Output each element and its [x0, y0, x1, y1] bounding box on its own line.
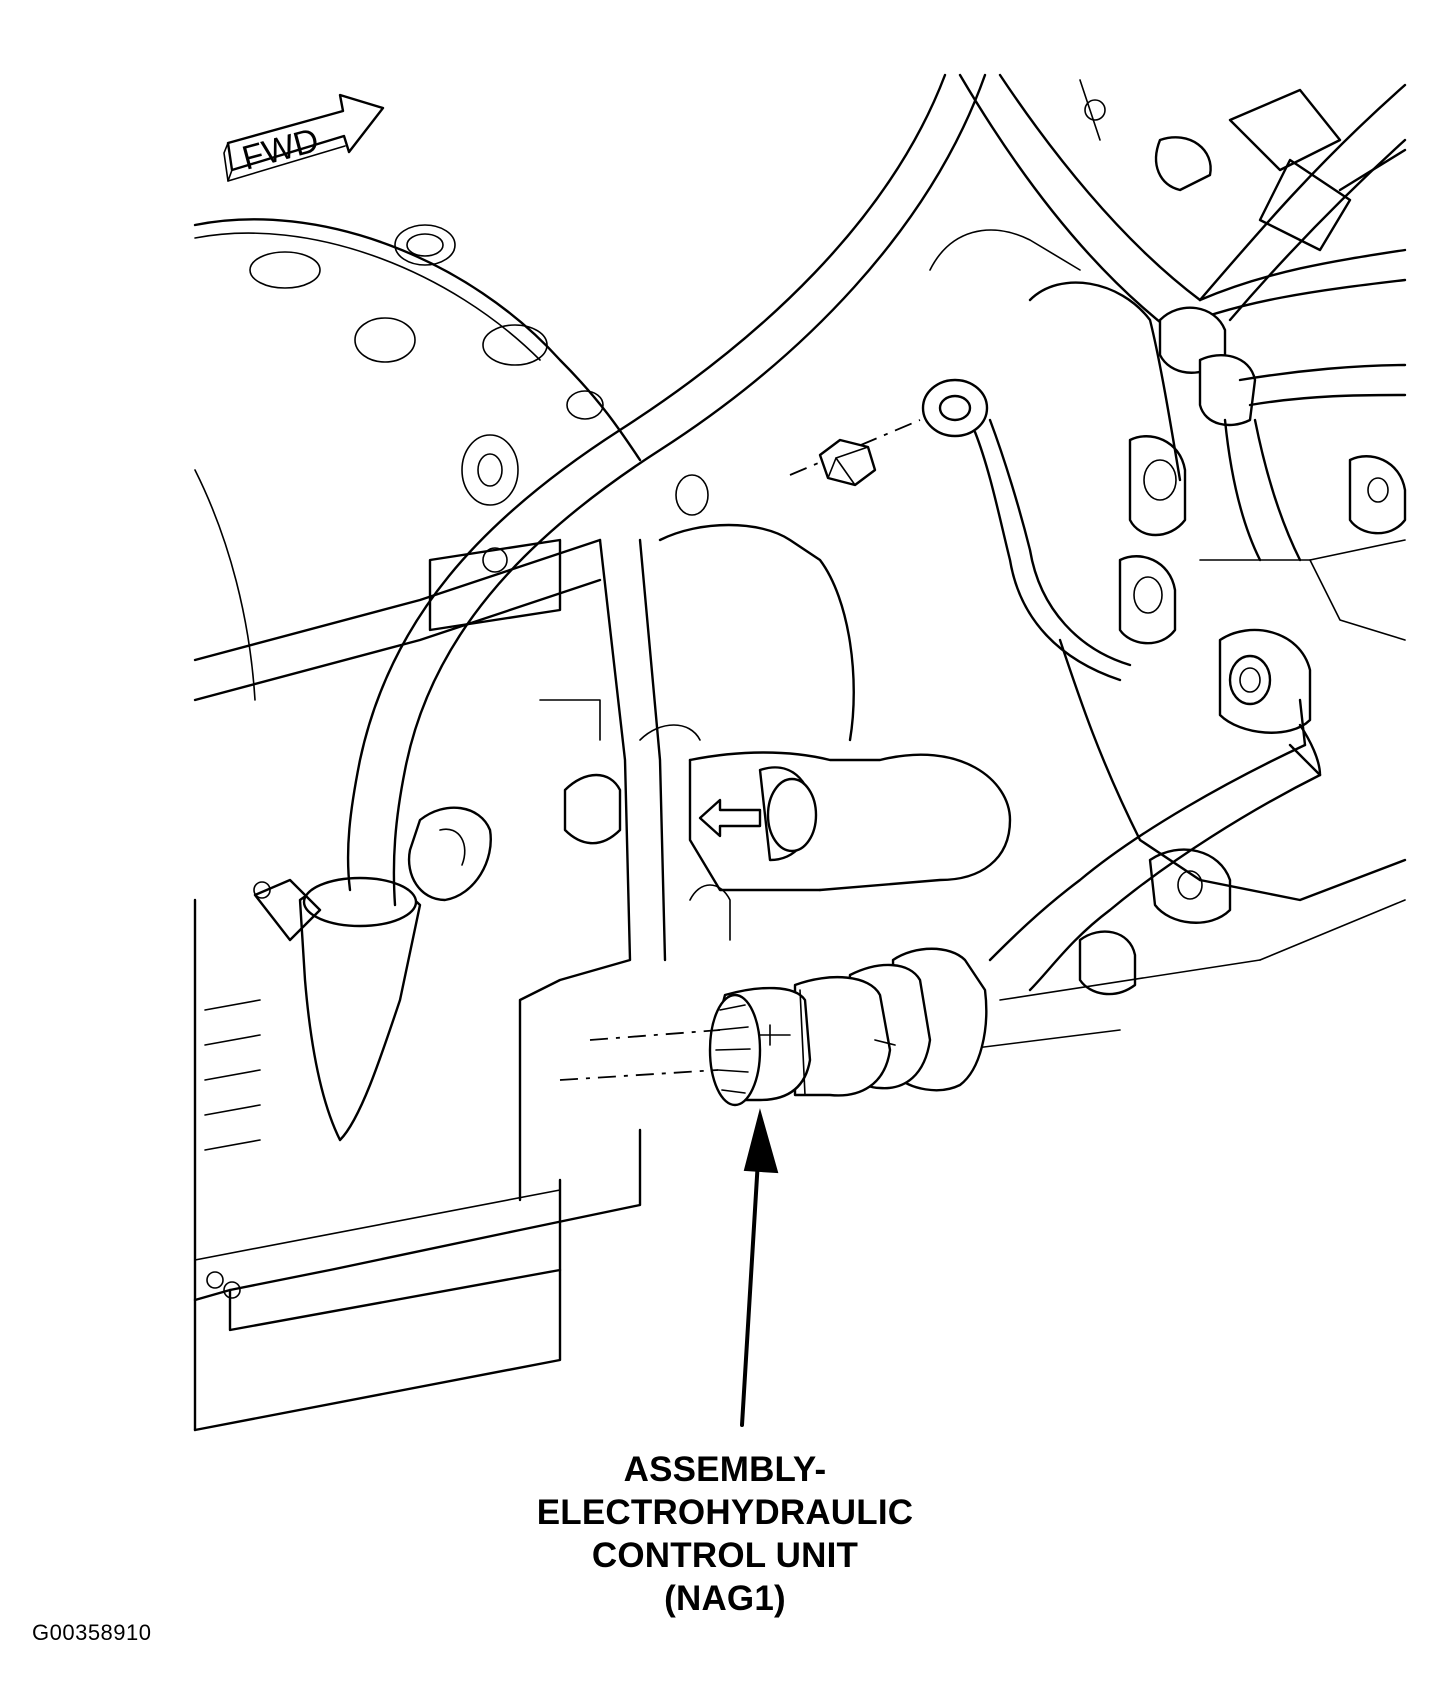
- ground-strap: [789, 378, 1132, 682]
- tube-clamp: [407, 806, 492, 902]
- ehcu-connector: [708, 947, 988, 1107]
- cooler-line-tube: [346, 73, 987, 907]
- callout-label: ASSEMBLY- ELECTROHYDRAULIC CONTROL UNIT …: [480, 1448, 970, 1620]
- transmission-case-right: [929, 79, 1407, 1051]
- callout-line-4: (NAG1): [664, 1579, 786, 1618]
- ground-bolt-icon: [818, 438, 877, 487]
- callout-line-2: ELECTROHYDRAULIC: [536, 1493, 914, 1532]
- transmission-housing: [193, 218, 709, 1432]
- callout-line-1: ASSEMBLY-: [623, 1450, 827, 1489]
- alignment-lines: [559, 1029, 721, 1081]
- figure-id: G00358910: [32, 1620, 152, 1645]
- callout-line-3: CONTROL UNIT: [591, 1536, 859, 1575]
- center-housing: [539, 523, 1012, 941]
- callout-leader-arrow-icon: [740, 1108, 779, 1427]
- connector-harness: [988, 698, 1322, 992]
- forward-direction-arrow-icon: FWD: [223, 93, 385, 182]
- wiring-harness: [958, 73, 1407, 562]
- fwd-label: FWD: [238, 121, 323, 178]
